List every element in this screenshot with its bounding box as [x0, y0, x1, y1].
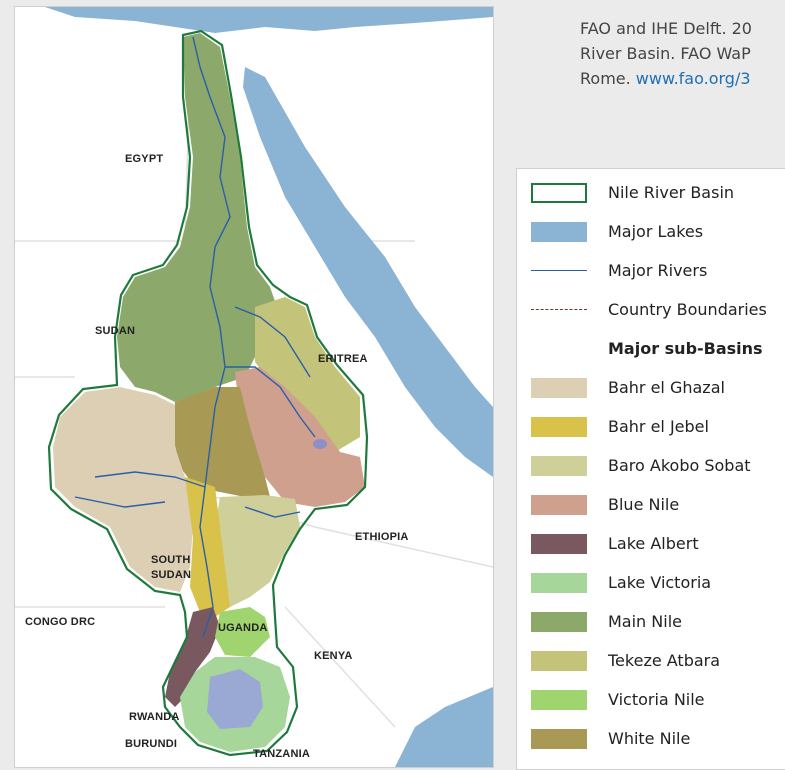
legend-heading-subbasins: Major sub-Basins: [517, 329, 785, 368]
legend-label: Tekeze Atbara: [608, 651, 721, 670]
subbasin-swatch: [531, 534, 587, 554]
legend-label: Lake Victoria: [608, 573, 712, 592]
map-graphic: [15, 7, 493, 767]
subbasin-swatch: [531, 456, 587, 476]
legend-heading: Major sub-Basins: [608, 339, 763, 358]
subbasin-swatch: [531, 573, 587, 593]
subbasin-swatch: [531, 651, 587, 671]
legend-label: Major Lakes: [608, 222, 704, 241]
legend-item-subbasin: Lake Victoria: [517, 563, 785, 602]
nile-basin-map: EGYPT SUDAN ERITREA ETHIOPIA SOUTH SUDAN…: [14, 6, 494, 768]
subbasin-swatch: [531, 495, 587, 515]
legend-label: White Nile: [608, 729, 691, 748]
legend-label: Baro Akobo Sobat: [608, 456, 751, 475]
bahr-el-jebel-area: [185, 477, 230, 617]
subbasin-swatch: [531, 690, 587, 710]
label-uganda: UGANDA: [218, 622, 268, 634]
legend-item-lakes: Major Lakes: [517, 212, 785, 251]
legend-label: Victoria Nile: [608, 690, 705, 709]
subbasin-swatch: [531, 729, 587, 749]
lake-swatch: [531, 222, 587, 242]
subbasin-swatch: [531, 612, 587, 632]
blue-nile-area: [235, 367, 365, 507]
nile-basin-outline: [47, 29, 369, 757]
legend-label: Main Nile: [608, 612, 682, 631]
legend-item-subbasin: Blue Nile: [517, 485, 785, 524]
tekeze-atbara-area: [255, 297, 360, 452]
label-south-sudan-2: SUDAN: [151, 569, 192, 581]
legend-item-basin: Nile River Basin: [517, 173, 785, 212]
citation-line-1: FAO and IHE Delft. 20: [580, 19, 752, 38]
citation-line-3: Rome. www.fao.org/3: [580, 66, 785, 91]
basin-outline-swatch: [531, 183, 587, 203]
lake-victoria: [207, 669, 263, 729]
label-tanzania: TANZANIA: [253, 748, 310, 760]
label-sudan: SUDAN: [95, 325, 136, 337]
label-kenya: KENYA: [314, 650, 353, 662]
citation-line-2: River Basin. FAO WaP: [580, 44, 751, 63]
label-south-sudan-1: SOUTH: [151, 554, 191, 566]
legend-label: Country Boundaries: [608, 300, 767, 319]
indian-ocean: [395, 687, 493, 767]
label-rwanda: RWANDA: [129, 711, 180, 723]
main-nile-area: [117, 33, 277, 402]
subbasin-swatch: [531, 417, 587, 437]
river-line-swatch: [531, 270, 587, 271]
label-congo-drc: CONGO DRC: [25, 616, 96, 628]
legend-item-boundaries: Country Boundaries: [517, 290, 785, 329]
citation-prefix: Rome.: [580, 69, 636, 88]
legend-label: Nile River Basin: [608, 183, 735, 202]
legend-item-subbasin: Main Nile: [517, 602, 785, 641]
label-eritrea: ERITREA: [318, 353, 368, 365]
legend-label: Bahr el Jebel: [608, 417, 709, 436]
label-burundi: BURUNDI: [125, 738, 178, 750]
legend-label: Blue Nile: [608, 495, 680, 514]
legend-label: Bahr el Ghazal: [608, 378, 725, 397]
label-egypt: EGYPT: [125, 153, 164, 165]
baro-akobo-sobat-area: [215, 495, 300, 607]
legend-item-subbasin: White Nile: [517, 719, 785, 758]
red-sea: [243, 67, 493, 477]
lake-albert-area: [165, 607, 220, 707]
subbasin-swatch: [531, 378, 587, 398]
bahr-el-ghazal-area: [53, 387, 195, 592]
legend-label: Lake Albert: [608, 534, 699, 553]
mediterranean-sea: [45, 7, 493, 33]
legend-item-subbasin: Victoria Nile: [517, 680, 785, 719]
legend-item-rivers: Major Rivers: [517, 251, 785, 290]
lake-tana: [313, 439, 327, 449]
legend-item-subbasin: Tekeze Atbara: [517, 641, 785, 680]
legend-item-subbasin: Lake Albert: [517, 524, 785, 563]
legend-item-subbasin: Bahr el Ghazal: [517, 368, 785, 407]
legend-item-subbasin: Bahr el Jebel: [517, 407, 785, 446]
label-ethiopia: ETHIOPIA: [355, 531, 409, 543]
map-legend: Nile River Basin Major Lakes Major River…: [516, 168, 785, 770]
river-lines: [74, 36, 316, 638]
white-nile-area: [173, 387, 270, 497]
citation-text: FAO and IHE Delft. 20 River Basin. FAO W…: [580, 16, 785, 91]
legend-item-subbasin: Baro Akobo Sobat: [517, 446, 785, 485]
legend-label: Major Rivers: [608, 261, 708, 280]
boundary-line-swatch: [531, 309, 587, 310]
victoria-nile-area: [215, 607, 270, 657]
citation-link[interactable]: www.fao.org/3: [635, 69, 751, 88]
